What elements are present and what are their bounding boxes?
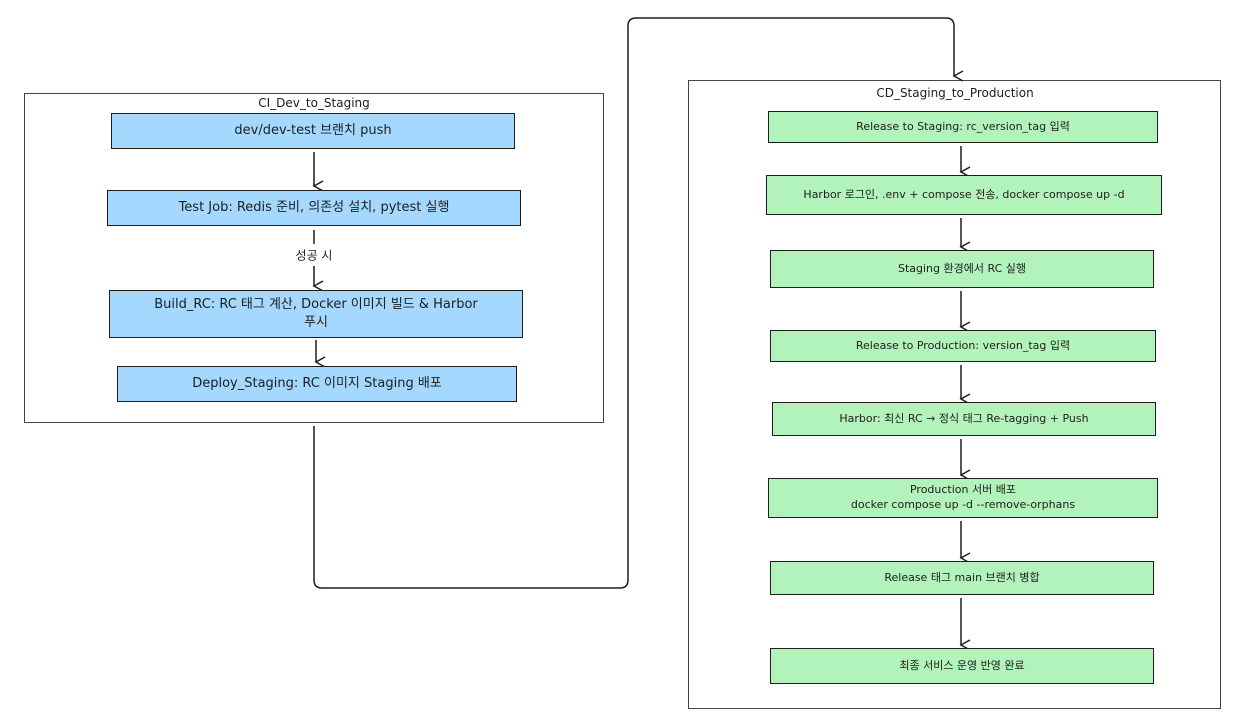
cd-node-4: Release to Production: version_tag 입력: [770, 330, 1156, 362]
cd-node-1: Release to Staging: rc_version_tag 입력: [768, 111, 1158, 143]
cd-node-3: Staging 환경에서 RC 실행: [770, 250, 1154, 288]
ci-frame-title: CI_Dev_to_Staging: [258, 96, 370, 110]
ci-to-cd-edge: [313, 17, 964, 589]
ci-node-1: dev/dev-test 브랜치 push: [111, 113, 515, 149]
ci-node-2: Test Job: Redis 준비, 의존성 설치, pytest 실행: [107, 190, 521, 226]
ci-node-3: Build_RC: RC 태그 계산, Docker 이미지 빌드 & Harb…: [109, 290, 523, 338]
cd-frame-title: CD_Staging_to_Production: [876, 86, 1034, 100]
ci-node-4: Deploy_Staging: RC 이미지 Staging 배포: [117, 366, 517, 402]
cd-node-2: Harbor 로그인, .env + compose 전송, docker co…: [766, 175, 1162, 215]
cd-node-5: Harbor: 최신 RC → 정식 태그 Re-tagging + Push: [772, 402, 1156, 436]
cd-node-7: Release 태그 main 브랜치 병합: [770, 561, 1154, 595]
ci-frame: [24, 93, 604, 423]
cd-node-6: Production 서버 배포 docker compose up -d --…: [768, 478, 1158, 518]
cd-node-8: 최종 서비스 운영 반영 완료: [770, 648, 1154, 684]
edge-label-success: 성공 시: [295, 246, 333, 264]
